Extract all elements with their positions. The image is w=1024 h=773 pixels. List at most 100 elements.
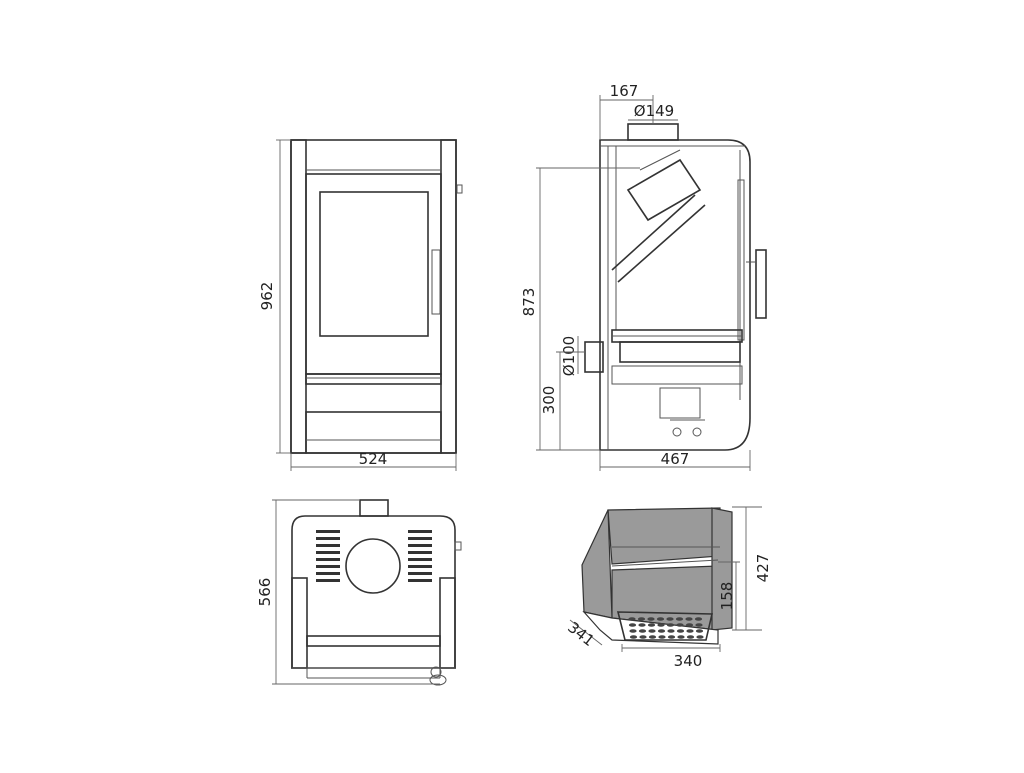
grate-hole <box>648 629 656 633</box>
flue-collar <box>627 123 679 141</box>
top-front-band <box>306 635 441 647</box>
side-depth-label: 467 <box>661 450 690 468</box>
lower-compartment <box>305 411 442 454</box>
grate-hole <box>648 635 657 639</box>
vent-slot <box>408 565 432 568</box>
top-flue-stub <box>359 499 389 517</box>
vent-slot <box>316 544 340 547</box>
grate-hole <box>628 623 637 627</box>
grate-hole <box>638 629 647 633</box>
air-inlet-height-label: 300 <box>540 386 558 415</box>
vent-slot <box>408 551 432 554</box>
firebox-back-upper <box>607 507 721 565</box>
vent-slot <box>408 558 432 561</box>
grate-hole <box>685 623 694 627</box>
grate-hole <box>667 629 675 633</box>
left-side-panel <box>290 139 307 454</box>
side-handle <box>755 249 767 319</box>
flue-pipe-angle <box>626 158 702 222</box>
foot-right <box>692 427 702 437</box>
ash-pan <box>619 341 741 363</box>
grate-hole <box>696 635 704 639</box>
vent-slot <box>316 551 340 554</box>
firebox-grate <box>616 611 714 641</box>
top-right-rail <box>439 577 456 669</box>
top-left-rail <box>291 577 308 669</box>
flue-diameter-label: Ø149 <box>634 102 674 120</box>
ash-lip <box>305 373 442 385</box>
front-width-label: 524 <box>359 450 388 468</box>
vent-slot <box>408 579 432 582</box>
grate-hole <box>676 623 684 627</box>
top-depth-label: 566 <box>256 578 274 607</box>
door-handle <box>431 249 441 315</box>
grate-hole <box>666 623 675 627</box>
side-view: 167 Ø149 873 Ø100 300 467 <box>520 82 767 471</box>
vent-slot <box>316 537 340 540</box>
top-view: 566 <box>256 499 462 686</box>
grate-hole <box>657 629 666 633</box>
side-door-glass <box>737 179 745 341</box>
grate-hole <box>629 629 637 633</box>
front-view: 962 524 <box>258 139 463 471</box>
grate-holes <box>628 617 704 639</box>
firebox-height-label: 427 <box>754 554 772 583</box>
vent-slot <box>408 530 432 533</box>
grate-hole <box>685 617 693 621</box>
grate-hole <box>658 635 666 639</box>
air-inlet-diameter-label: Ø100 <box>560 336 578 376</box>
grate-hole <box>647 617 655 621</box>
foot-left <box>672 427 682 437</box>
grate-hole <box>676 629 685 633</box>
air-inlet <box>584 341 604 373</box>
vent-slot <box>408 544 432 547</box>
vent-slot <box>408 572 432 575</box>
stove-body-outline <box>290 139 457 454</box>
vent-slot <box>316 572 340 575</box>
door-glass <box>319 191 429 337</box>
vent-slot <box>316 530 340 533</box>
vent-slot <box>408 537 432 540</box>
flue-offset-label: 167 <box>610 82 639 100</box>
vent-slot <box>316 579 340 582</box>
grate-hole <box>638 623 646 627</box>
grate-hole <box>629 635 638 639</box>
grate-hole <box>628 617 636 621</box>
vent-slots <box>316 530 432 582</box>
grate-hole <box>675 617 684 621</box>
top-flue-hole <box>345 538 401 594</box>
grate-hole <box>647 623 656 627</box>
grate-hole <box>695 629 704 633</box>
right-side-panel <box>440 139 457 454</box>
firebox-depth-label: 341 <box>564 618 598 650</box>
firebox-left-side <box>581 509 613 619</box>
door <box>305 173 442 375</box>
grate-hole <box>656 617 665 621</box>
grate-hole <box>677 635 685 639</box>
firebox-width-label: 340 <box>674 652 703 670</box>
firebox-right-side <box>711 507 733 631</box>
grate-hole <box>686 629 694 633</box>
lower-box <box>659 387 701 419</box>
side-body-outline <box>599 139 751 451</box>
firebox-lower-height-label: 158 <box>718 582 736 611</box>
side-knob <box>456 184 463 194</box>
grate-hole <box>639 635 647 639</box>
grate-hole <box>686 635 695 639</box>
vent-slot <box>316 565 340 568</box>
grate-hole <box>637 617 646 621</box>
grate-hole <box>666 617 674 621</box>
grate-hole <box>657 623 665 627</box>
grate-hole <box>695 623 703 627</box>
top-foot-knob <box>430 666 442 678</box>
front-height-label: 962 <box>258 282 276 311</box>
flue-height-label: 873 <box>520 288 538 317</box>
vent-slot <box>316 558 340 561</box>
grate-hole <box>694 617 703 621</box>
grate-hole <box>667 635 676 639</box>
firebox-floor <box>582 611 719 645</box>
top-side-knob <box>454 541 462 551</box>
firebox-view: 427 158 341 340 <box>564 506 772 670</box>
